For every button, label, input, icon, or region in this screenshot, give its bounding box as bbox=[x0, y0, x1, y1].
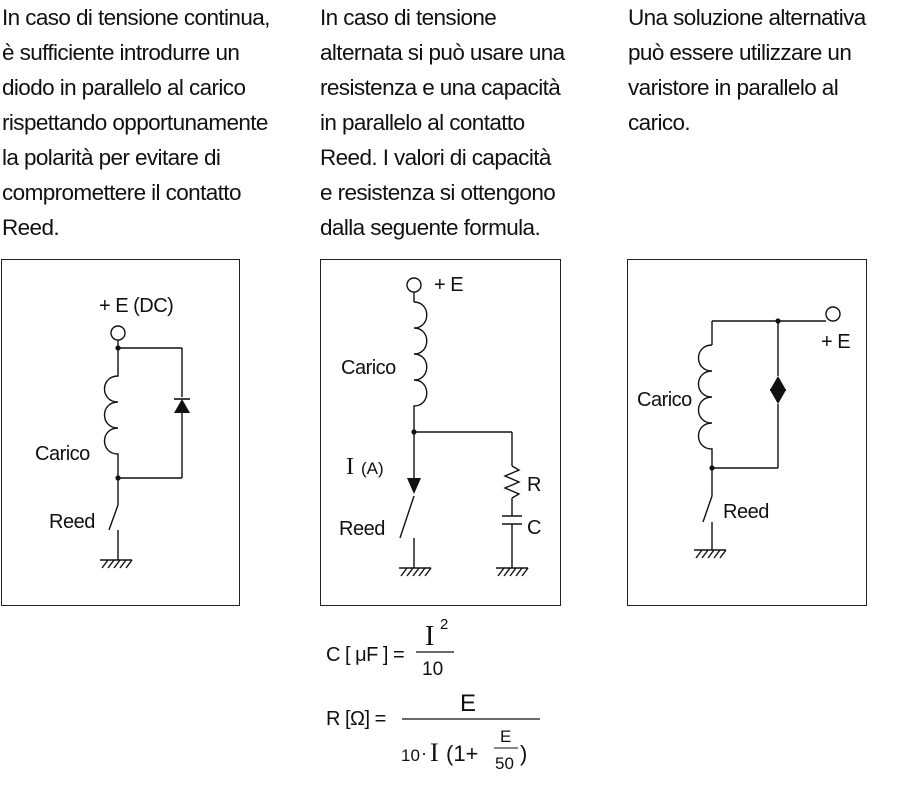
diagram-dc-diode: + E (DC) Carico Reed bbox=[1, 259, 240, 606]
load-label: Carico bbox=[341, 357, 396, 379]
formula-block: C [ μF ] = I 2 10 R [Ω] = E 10 · I (1+ E… bbox=[326, 616, 540, 773]
formula-r-den-dot: · bbox=[421, 743, 427, 763]
formula-c-numerator: I bbox=[425, 621, 434, 652]
resistor-icon bbox=[503, 465, 521, 499]
switch-label: Reed bbox=[723, 501, 769, 523]
formulas: C [ μF ] = I 2 10 R [Ω] = E 10 · I (1+ E… bbox=[318, 612, 578, 792]
current-arrow-icon bbox=[407, 478, 421, 494]
load-coil bbox=[103, 347, 119, 478]
varistor-icon bbox=[770, 376, 786, 404]
switch-label: Reed bbox=[339, 518, 385, 540]
formula-r-numerator: E bbox=[460, 690, 476, 717]
resistor-label: R bbox=[527, 474, 541, 496]
supply-label: + E bbox=[434, 274, 463, 296]
current-symbol: I bbox=[346, 454, 354, 480]
capacitor-label: C bbox=[527, 517, 541, 539]
formula-r-den-open: (1+ bbox=[446, 741, 478, 766]
reed-switch bbox=[108, 504, 119, 531]
formula-r-inner-denominator: 50 bbox=[495, 754, 514, 773]
formula-r-lhs: R [Ω] = bbox=[326, 708, 386, 730]
formula-r-den-current: I bbox=[430, 738, 439, 767]
circuit-varistor: + E Carico Reed bbox=[637, 306, 851, 559]
load-label: Carico bbox=[637, 389, 692, 411]
circuit-dc-diode: + E (DC) Carico Reed bbox=[35, 295, 190, 569]
supply-terminal bbox=[406, 277, 422, 293]
formula-r-inner-numerator: E bbox=[500, 727, 511, 746]
current-unit: (A) bbox=[361, 459, 384, 478]
diagram-varistor: + E Carico Reed bbox=[627, 259, 867, 606]
diagram-ac-rc: + E Carico I (A) Reed R C bbox=[320, 259, 561, 606]
circuit-ac-rc: + E Carico I (A) Reed R C bbox=[339, 274, 542, 577]
text-column-dc: In caso di tensione continua, è sufficie… bbox=[2, 5, 270, 240]
load-label: Carico bbox=[35, 443, 90, 465]
formula-r-den-close: ) bbox=[520, 741, 527, 766]
supply-label: + E bbox=[821, 331, 850, 353]
switch-label: Reed bbox=[49, 511, 95, 533]
supply-terminal bbox=[825, 306, 841, 322]
formula-c-exponent: 2 bbox=[440, 616, 448, 633]
text-column-ac: In caso di tensione alternata si può usa… bbox=[320, 5, 565, 240]
supply-label: + E (DC) bbox=[99, 295, 173, 317]
formula-c-denominator: 10 bbox=[422, 659, 443, 680]
reed-switch bbox=[399, 495, 415, 539]
reed-switch bbox=[702, 495, 713, 523]
load-coil bbox=[413, 301, 428, 432]
supply-terminal bbox=[110, 325, 126, 341]
load-coil bbox=[697, 344, 713, 468]
text-column-varistor: Una soluzione alternativa può essere uti… bbox=[628, 5, 866, 135]
diode-icon bbox=[174, 399, 190, 413]
formula-r-den-coeff: 10 bbox=[401, 746, 420, 765]
formula-c-lhs: C [ μF ] = bbox=[326, 644, 404, 666]
